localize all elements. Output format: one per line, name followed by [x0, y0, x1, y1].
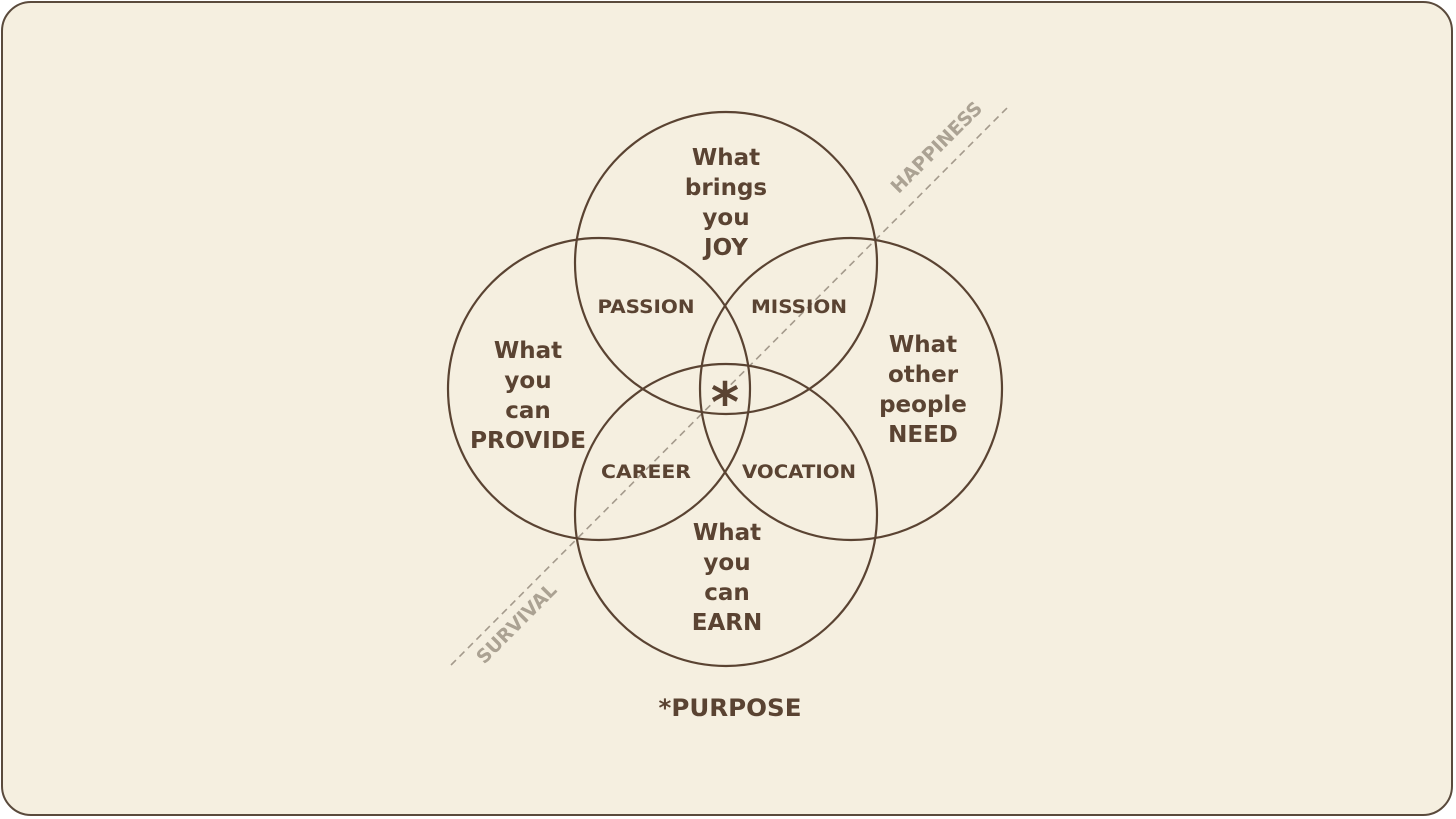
- earn-label-line-3: can: [704, 580, 750, 606]
- provide-label-line-2: you: [504, 368, 551, 394]
- need-label-line-3: people: [879, 392, 967, 418]
- center-asterisk: *: [711, 371, 739, 434]
- overlap-career: CAREER: [601, 461, 691, 483]
- circle-earn: [573, 362, 879, 668]
- axis-label-happiness: HAPPINESS: [887, 98, 987, 198]
- axis-label-survival: SURVIVAL: [472, 579, 561, 668]
- earn-label-line-1: What: [693, 520, 761, 546]
- provide-label-line-4: PROVIDE: [470, 428, 586, 454]
- need-label-line-4: NEED: [888, 422, 958, 448]
- circle-joy: [573, 110, 879, 416]
- circle-need: [698, 236, 1004, 542]
- overlap-passion: PASSION: [598, 296, 695, 318]
- earn-label-line-2: you: [703, 550, 750, 576]
- circle-provide: [446, 236, 752, 542]
- purpose-caption: *PURPOSE: [659, 694, 802, 722]
- joy-label-line-3: you: [702, 205, 749, 231]
- overlap-mission: MISSION: [751, 296, 847, 318]
- earn-label-line-4: EARN: [692, 610, 762, 636]
- need-label-line-2: other: [888, 362, 959, 388]
- provide-label-line-3: can: [505, 398, 551, 424]
- joy-label-line-4: JOY: [702, 235, 748, 261]
- joy-label-line-2: brings: [685, 175, 767, 201]
- joy-label-line-1: What: [692, 145, 760, 171]
- overlap-vocation: VOCATION: [742, 461, 856, 483]
- provide-label-line-1: What: [494, 338, 562, 364]
- need-label-line-1: What: [889, 332, 957, 358]
